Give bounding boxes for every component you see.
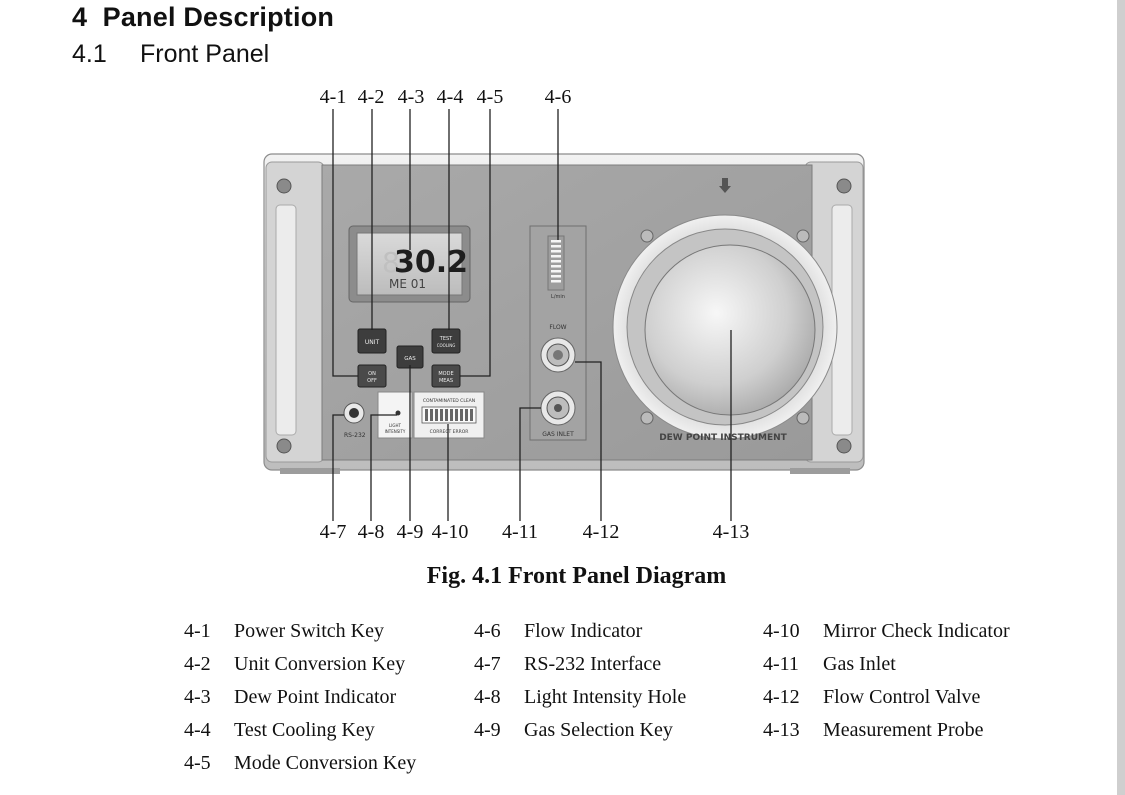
mirror-led-bar [425,409,473,421]
legend-label: Unit Conversion Key [234,653,406,675]
legend-label: Flow Control Valve [823,686,981,708]
legend-item: 4-5 Mode Conversion Key [184,752,416,775]
unit-key-label: UNIT [365,339,380,346]
legend-code: 4-9 [474,719,501,741]
legend-code: 4-3 [184,686,211,708]
callout-4-3: 4-3 [397,86,425,108]
brand-label: DEW POINT INSTRUMENT [659,433,787,443]
front-panel-figure: 8 30.2 ME 01 UNIT TEST COOLING GAS ON OF… [263,86,865,543]
section-heading: 4 Panel Description [72,2,334,33]
callout-4-11: 4-11 [502,521,538,543]
legend-code: 4-2 [184,653,211,675]
gas-inlet: GAS INLET [540,390,576,438]
legend-label: Measurement Probe [823,719,984,741]
lcd-main-readout: 30.2 [394,245,468,280]
legend-label: Power Switch Key [234,620,384,642]
legend-code: 4-12 [763,686,800,708]
callout-4-5: 4-5 [476,86,504,108]
off-key-label: OFF [367,378,377,384]
callout-4-6: 4-6 [544,86,572,108]
legend-item: 4-10 Mirror Check Indicator [763,620,1010,643]
legend-item: 4-11 Gas Inlet [763,653,896,676]
page-edge-rule [1117,0,1125,795]
legend-item: 4-13 Measurement Probe [763,719,984,742]
legend-label: Mode Conversion Key [234,752,417,774]
rs232-label: RS-232 [344,432,366,439]
legend-code: 4-10 [763,620,800,642]
legend-code: 4-11 [763,653,799,675]
callout-4-4: 4-4 [436,86,464,108]
legend-code: 4-6 [474,620,501,642]
callout-4-10: 4-10 [431,521,469,543]
gas-inlet-label: GAS INLET [542,431,574,438]
flow-unit-label: L/min [551,294,565,300]
test-cooling-key[interactable]: TEST COOLING [431,328,461,354]
rs232-port: RS-232 [343,402,366,439]
on-off-key[interactable]: ON OFF [357,364,387,388]
light-label-1: LIGHT [389,423,402,428]
callout-4-1: 4-1 [319,86,347,108]
test-key-label-1: TEST [439,336,453,342]
mode-key[interactable]: MODE MEAS [431,364,461,388]
legend-label: Mirror Check Indicator [823,620,1010,642]
callout-4-2: 4-2 [357,86,385,108]
legend-item: 4-8 Light Intensity Hole [474,686,686,709]
light-label-2: INTENSITY [385,429,406,434]
gas-key[interactable]: GAS [396,345,424,369]
callout-4-8: 4-8 [357,521,385,543]
legend-label: Test Cooling Key [234,719,375,741]
legend-label: RS-232 Interface [524,653,662,675]
test-key-label-2: COOLING [437,343,456,348]
legend-item: 4-6 Flow Indicator [474,620,642,643]
legend-code: 4-8 [474,686,501,708]
measurement-probe [612,178,838,440]
callout-4-9: 4-9 [396,521,424,543]
legend-item: 4-7 RS-232 Interface [474,653,661,676]
legend-code: 4-4 [184,719,211,741]
lcd-sub-readout: ME 01 [389,277,426,291]
arrow-down-icon [719,178,731,193]
unit-key[interactable]: UNIT [357,328,387,354]
callout-4-7: 4-7 [319,521,347,543]
gas-key-label: GAS [404,356,416,362]
legend-item: 4-9 Gas Selection Key [474,719,673,742]
legend-item: 4-3 Dew Point Indicator [184,686,396,709]
subsection-title: Front Panel [140,40,270,68]
mirror-label-top: CONTAMINATED CLEAN [423,398,475,404]
legend-item: 4-4 Test Cooling Key [184,719,375,742]
legend-label: Dew Point Indicator [234,686,397,708]
mirror-label-bottom: CORRECT ERROR [430,429,469,435]
section-number: 4 [72,2,88,32]
legend-item: 4-1 Power Switch Key [184,620,384,643]
section-title: Panel Description [102,2,335,32]
legend-label: Gas Selection Key [524,719,673,741]
flow-label: FLOW [549,324,566,331]
flow-indicator: L/min FLOW [547,235,567,331]
flow-control-valve[interactable] [540,337,576,373]
legend-code: 4-13 [763,719,800,741]
legend-label: Flow Indicator [524,620,643,642]
legend-label: Gas Inlet [823,653,896,675]
subsection-heading: 4.1 Front Panel [72,40,269,69]
mode-key-label-2: MEAS [439,378,453,384]
callout-4-12: 4-12 [582,521,620,543]
on-key-label: ON [368,371,376,377]
subsection-number: 4.1 [72,40,107,68]
mirror-check-indicator: CONTAMINATED CLEAN CORRECT ERROR [413,391,485,439]
legend-code: 4-1 [184,620,211,642]
mode-key-label-1: MODE [438,371,453,377]
front-panel-drawing: 8 30.2 ME 01 UNIT TEST COOLING GAS ON OF… [263,109,865,521]
legend-code: 4-7 [474,653,501,675]
lcd-ghost-digit: 8 [382,246,400,279]
callout-4-13: 4-13 [712,521,750,543]
callout-leaders [332,109,732,521]
legend-code: 4-5 [184,752,211,774]
legend-item: 4-12 Flow Control Valve [763,686,980,709]
legend-label: Light Intensity Hole [524,686,687,708]
legend-item: 4-2 Unit Conversion Key [184,653,405,676]
figure-caption: Fig. 4.1 Front Panel Diagram [426,563,727,589]
dew-point-display: 8 30.2 ME 01 [348,225,471,303]
